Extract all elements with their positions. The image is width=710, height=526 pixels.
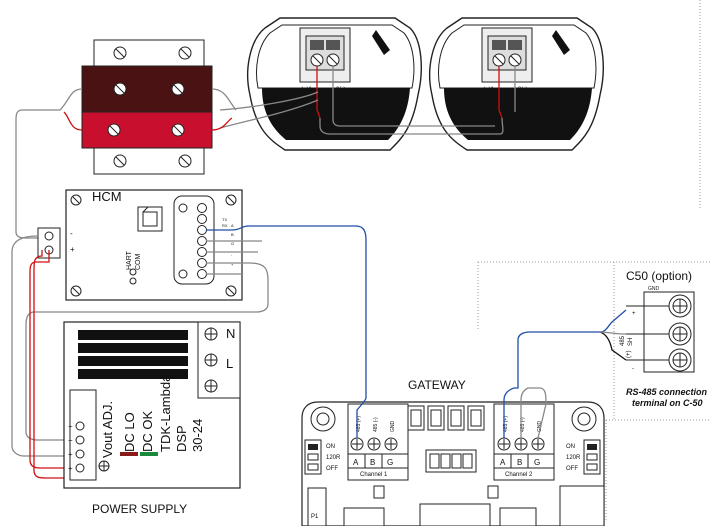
ps-dc-lo: DC LO — [122, 412, 137, 452]
ps-dc-ok: DC OK — [140, 411, 155, 453]
gw-ch1-term-2: 485 (-) — [373, 417, 379, 432]
ps-model-2: 30-24 — [190, 419, 205, 452]
ps-model-1: DSP — [174, 425, 189, 452]
hcm-hart-label: HART — [126, 250, 133, 270]
gateway-wires — [356, 309, 627, 439]
ps-plus-1: + — [68, 450, 73, 459]
hcm-wires — [11, 225, 367, 479]
ncr-right-terminal-pos: (+)1 — [483, 87, 495, 93]
gw-ch1-term-1: 485 (+) — [356, 416, 362, 432]
gw-left-switch-on: ON — [326, 444, 335, 450]
terminal-block-wires — [15, 88, 237, 239]
hcm-terminal-rx: RX — [222, 223, 228, 228]
c50-485: 485 — [620, 335, 626, 346]
gw-ch2-letter-b: B — [517, 458, 522, 467]
ps-l-label: L — [226, 356, 233, 371]
gw-left-switch-off: OFF — [326, 466, 338, 472]
terminal-block — [81, 39, 213, 175]
gw-right-switch-on: ON — [566, 444, 575, 450]
ps-title: POWER SUPPLY — [92, 502, 187, 516]
ncr-unit-right: (+)1 2(-) NCR — [429, 17, 604, 151]
gw-ch2-letter-a: A — [500, 458, 506, 467]
hcm-terminal-a: A — [231, 223, 234, 228]
hcm-title: HCM — [92, 189, 122, 204]
ncr-wires — [219, 66, 516, 135]
gw-p1: P1 — [311, 514, 319, 520]
ps-minus-1: − — [68, 422, 73, 431]
hcm-terminal-b: B — [231, 232, 234, 237]
gw-ch2-label: Channel 2 — [505, 472, 533, 478]
hcm-terminal-minus: - — [231, 252, 233, 257]
gw-ch1-label: Channel 1 — [360, 472, 388, 478]
c50-note-2: terminal on C-50 — [632, 398, 703, 408]
c50-gnd: GND — [648, 286, 660, 292]
gateway-title: GATEWAY — [408, 378, 466, 392]
hcm-com-label: COM — [135, 254, 142, 271]
enclosure-outline — [477, 0, 710, 520]
c50-minus: - — [632, 366, 634, 372]
hcm-module: HCM TX RX A B G - + HART COM - + — [37, 189, 243, 301]
ps-n-label: N — [226, 326, 235, 341]
gw-ch2-term-3: GND — [537, 421, 543, 433]
ncr-right-terminal-neg: 2(-) — [518, 87, 527, 93]
gw-right-switch-off: OFF — [566, 466, 578, 472]
gw-ch1-term-3: GND — [390, 421, 396, 433]
gw-ch1-letter-b: B — [370, 458, 375, 467]
c50-title: C50 (option) — [626, 269, 692, 283]
power-supply: N L − − + + Vout ADJ. DC LO DC OK TDK-La… — [63, 321, 241, 516]
hcm-terminal-g: G — [231, 241, 234, 246]
gw-ch2-letter-g: G — [534, 458, 540, 467]
c50-plus: + — [632, 311, 636, 317]
ps-brand: TDK-Lambda — [158, 374, 173, 452]
ps-plus-2: + — [68, 464, 73, 473]
c50-sh: SH — [628, 338, 634, 346]
c50-note-1: RS-485 connection — [626, 387, 708, 397]
c50-plus-paren: (+) — [626, 350, 632, 358]
c50-option: C50 (option) GND + SH - 485 (+) RS-485 c… — [620, 269, 708, 408]
ncr-left-terminal-neg: 2(-) — [336, 87, 345, 93]
gw-left-switch-120r: 120R — [326, 455, 341, 461]
ncr-left-terminal-pos: (+)1 — [301, 87, 313, 93]
hcm-terminal-plus: + — [231, 262, 234, 267]
gw-ch2-term-2: 485 (-) — [520, 417, 526, 432]
gw-right-switch-120r: 120R — [566, 455, 581, 461]
ncr-right-label: NCR — [520, 123, 548, 138]
gw-ch1-letter-a: A — [353, 458, 359, 467]
ps-vout: Vout ADJ. — [100, 401, 115, 458]
ncr-unit-left: (+)1 2(-) NCR — [247, 17, 422, 151]
gw-ch1-letter-g: G — [387, 458, 393, 467]
hcm-terminal-tx: TX — [222, 217, 227, 222]
gateway: GATEWAY 485 (+) 485 (-) GND 485 (+) 4 — [301, 378, 605, 526]
ps-minus-2: − — [68, 436, 73, 445]
hcm-plus-label: + — [70, 245, 75, 254]
gw-ch2-term-1: 485 (+) — [503, 416, 509, 432]
hcm-minus-label: - — [70, 229, 73, 238]
ncr-left-label: NCR — [289, 123, 317, 138]
